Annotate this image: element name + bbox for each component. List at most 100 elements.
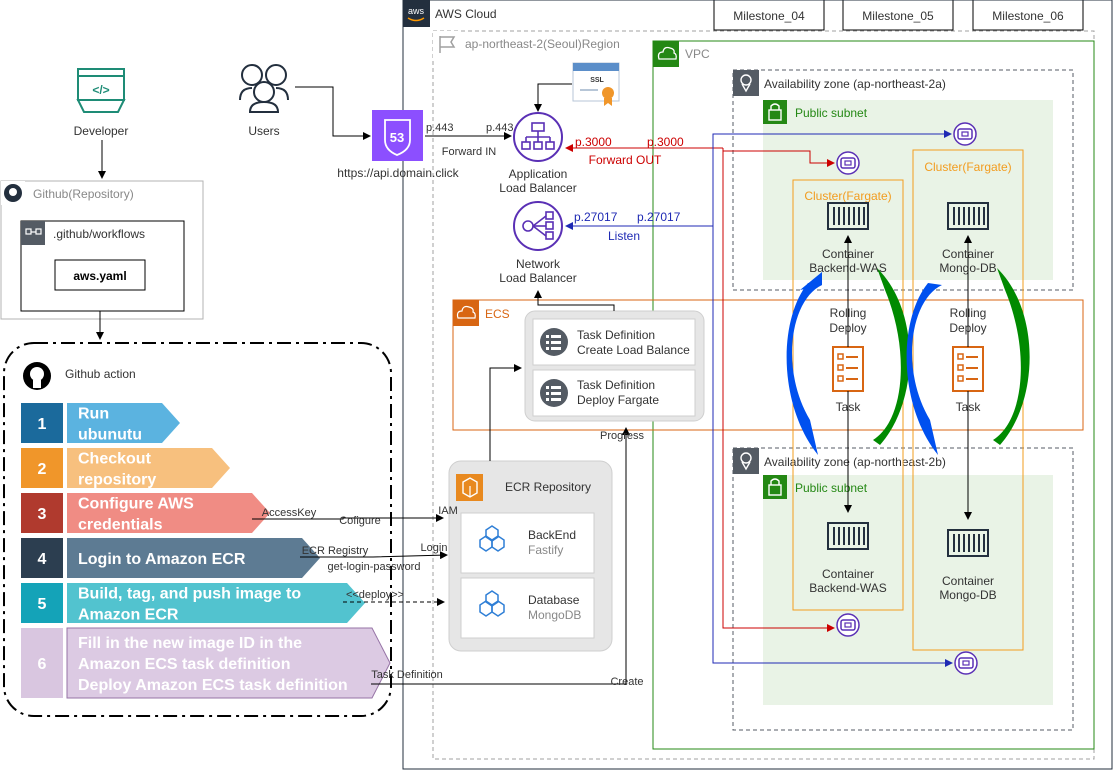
step-text-line: Build, tag, and push image to: [78, 586, 301, 603]
subnet-b-label: Public subnet: [795, 481, 868, 495]
github-repo-icon: [1, 181, 25, 205]
aws-yaml-file[interactable]: [54, 259, 146, 291]
workflows-icon: [21, 221, 45, 245]
step-text-line: credentials: [78, 517, 163, 534]
database-image-cubes-icon: [479, 590, 505, 617]
workflows-label: .github/workflows: [53, 227, 145, 241]
nlb-icon: [513, 201, 563, 251]
svg-text:aws: aws: [408, 6, 425, 16]
step-text-line: Checkout: [78, 451, 152, 468]
milestone-06-label: Milestone_06: [992, 9, 1064, 23]
container-mongo-b-line2: Mongo-DB: [939, 588, 996, 602]
step-number-box: [21, 583, 63, 623]
step-arrow: [67, 493, 270, 533]
step-number: 6: [38, 656, 47, 673]
route53-icon: 53: [372, 110, 423, 161]
step-text-line: Amazon ECS task definition: [78, 656, 290, 673]
ssl-to-alb-link: [534, 83, 572, 112]
github-action-icon: [23, 362, 51, 390]
get-login-password-label: get-login-password: [328, 561, 421, 573]
listen-label: Listen: [608, 229, 640, 243]
alb-label-line1: Application: [509, 167, 568, 181]
step-arrow: [67, 538, 320, 578]
access-key-label: AccessKey: [262, 507, 317, 519]
task-definition-fargate-icon: [540, 379, 568, 407]
step-number: 5: [38, 596, 47, 613]
rolling-deploy-backend: [786, 268, 910, 455]
task-definition-edge-label: Task Definition: [371, 669, 443, 681]
eni-backend-b-icon: [836, 613, 860, 637]
region-label: ap-northeast-2(Seoul)Region: [465, 37, 620, 51]
vpc-label: VPC: [685, 47, 710, 61]
p3000-right-label: p.3000: [647, 135, 684, 149]
step-text-line: Login to Amazon ECR: [78, 551, 246, 568]
step-2: 2 Checkout repository: [21, 448, 230, 489]
alb-icon: [513, 112, 563, 162]
ecr-backend-image[interactable]: [460, 512, 595, 574]
create-label: Create: [610, 676, 643, 688]
step-number: 3: [38, 506, 47, 523]
p443-right-label: p.443: [486, 122, 514, 134]
cluster-mongo-label: Cluster(Fargate): [924, 160, 1011, 174]
p443-left-label: p.443: [426, 122, 454, 134]
ecr-database-name: Database: [528, 593, 580, 607]
milestone-04-label: Milestone_04: [733, 9, 805, 23]
route53-url: https://api.domain.click: [337, 166, 459, 180]
github-action-label: Github action: [65, 367, 136, 381]
backend-image-cubes-icon: [479, 525, 505, 552]
az-b-label: Availability zone (ap-northeast-2b): [764, 455, 946, 469]
ecs-to-nlb-link: [534, 290, 615, 311]
github-repo-label: Github(Repository): [33, 187, 134, 201]
developer-icon: </>: [76, 68, 126, 113]
step-number-box: [21, 403, 63, 443]
ssl-label: SSL: [590, 77, 604, 84]
az-a-pin-icon: [733, 70, 759, 96]
container-backend-b-line2: Backend-WAS: [809, 581, 887, 595]
task-definition-fargate-line2: Deploy Fargate: [577, 393, 659, 407]
nlb-to-mongo-links: [565, 130, 953, 667]
users-to-route53-link: [295, 86, 371, 140]
progress-label: Progress: [600, 430, 645, 442]
users-icon: [239, 64, 289, 113]
subnet-b-lock-icon: [763, 475, 787, 499]
alb-to-backend-links: [565, 144, 835, 632]
region-flag-icon: [433, 31, 460, 58]
p27017-right-label: p.27017: [637, 210, 681, 224]
az-b-pin-icon: [733, 448, 759, 474]
ecs-boundary: [452, 299, 1084, 431]
eni-mongo-a-icon: [953, 122, 977, 146]
nlb-label-line1: Network: [516, 257, 561, 271]
aws-cloud-boundary: [402, 0, 1113, 770]
milestone-05-label: Milestone_05: [862, 9, 934, 23]
developer-label: Developer: [74, 124, 129, 138]
aws-yaml-label: aws.yaml: [73, 269, 126, 283]
task-definition-lb-line1: Task Definition: [577, 328, 655, 342]
github-repository-box: [0, 180, 204, 320]
iam-label: IAM: [438, 505, 458, 517]
subnet-a-lock-icon: [763, 100, 787, 124]
step-number: 2: [38, 461, 47, 478]
step-text-line: Amazon ECR: [78, 607, 179, 624]
rolling-deploy-mongo: [906, 268, 1030, 455]
public-subnet-b: [763, 475, 1053, 705]
step-text-line: Fill in the new image ID in the: [78, 635, 302, 652]
ecr-database-image[interactable]: [460, 577, 595, 639]
step-text-line: repository: [78, 472, 156, 489]
aws-cloud-label: AWS Cloud: [435, 7, 497, 21]
eni-mongo-b-icon: [954, 651, 978, 675]
ecs-label: ECS: [485, 307, 510, 321]
github-action-group: [3, 342, 392, 717]
ecr-backend-sub: Fastify: [528, 543, 563, 557]
p27017-left-label: p.27017: [574, 210, 618, 224]
ecr-icon: [456, 474, 483, 501]
milestone-boxes: Milestone_04 Milestone_05 Milestone_06: [713, 0, 1084, 31]
users-label: Users: [248, 124, 279, 138]
cluster-backend-label: Cluster(Fargate): [804, 189, 891, 203]
step-text-line: ubunutu: [78, 427, 142, 444]
task-definition-fargate-line1: Task Definition: [577, 378, 655, 392]
